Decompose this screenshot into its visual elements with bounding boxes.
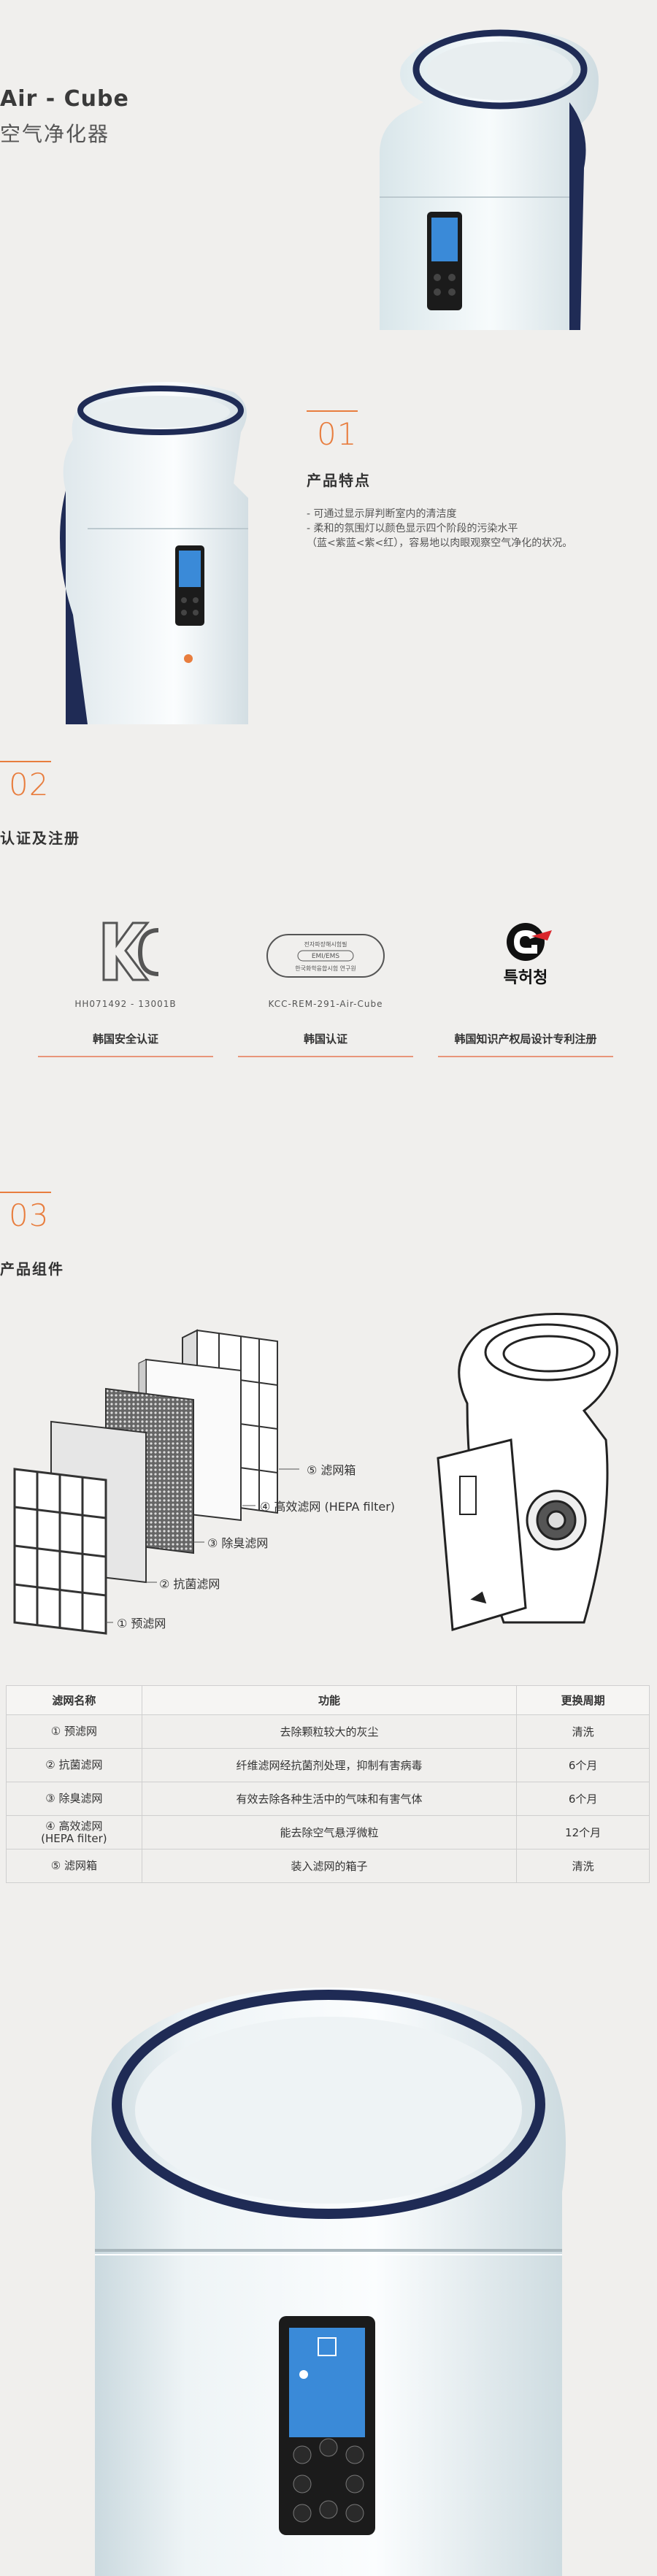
emi-top-text: 전자파장해시험필 — [304, 940, 347, 948]
table-header: 滤网名称 — [6, 1685, 142, 1715]
filter-table: 滤网名称 功能 更换周期 ① 预滤网 去除颗粒较大的灰尘 清洗 ② 抗菌滤网 纤… — [6, 1685, 650, 1883]
table-row: ③ 除臭滤网 有效去除各种生活中的气味和有害气体 6个月 — [6, 1782, 650, 1816]
filter-name: ② 抗菌滤网 — [6, 1748, 142, 1782]
filter-cycle: 12个月 — [516, 1815, 650, 1849]
product-name: Air - Cube — [0, 86, 129, 112]
filter-function: 有效去除各种生活中的气味和有害气体 — [141, 1782, 518, 1816]
filter-name: ④ 高效滤网 (HEPA filter) — [6, 1815, 142, 1849]
filter-function: 装入滤网的箱子 — [141, 1849, 518, 1883]
section-title: 产品特点 — [307, 472, 371, 489]
product-closeup-photo — [91, 1987, 566, 2576]
pre-filter-drawing — [13, 1468, 107, 1635]
cert-kipo: 특허청 韩国知识产权局设计专利注册 — [438, 914, 613, 1060]
kipo-text: 특허청 — [504, 969, 548, 987]
emi-ems-mark-icon: 전자파장해시험필 EMI/EMS 한국화학융합시험 연구원 — [266, 934, 385, 978]
section-title: 产品组件 — [0, 1260, 64, 1278]
hero-product-photo — [380, 29, 599, 330]
cert-underline — [438, 1056, 613, 1057]
section-number: 03 — [9, 1197, 50, 1233]
number-rule — [307, 410, 358, 412]
number-rule — [0, 1192, 51, 1193]
hero-section: Air - Cube 空气净化器 — [0, 0, 657, 330]
filter-exploded-diagram — [13, 1313, 618, 1635]
closeup-section — [0, 1973, 657, 2576]
filter-label-4: ④ 高效滤网 (HEPA filter) — [260, 1500, 396, 1514]
kipo-mark-icon: 특허청 — [504, 923, 552, 987]
cert-label: 韩国知识产权局设计专利注册 — [454, 1032, 597, 1046]
section-number: 01 — [317, 416, 358, 452]
table-header: 更换周期 — [516, 1685, 650, 1715]
filter-cycle: 6个月 — [516, 1748, 650, 1782]
filter-name-line: ④ 高效滤网 — [45, 1819, 103, 1833]
section-title: 认证及注册 — [0, 829, 80, 847]
emi-mid-text: EMI/EMS — [312, 953, 340, 960]
cert-underline — [238, 1056, 413, 1057]
cert-underline — [38, 1056, 213, 1057]
cert-code: KCC-REM-291-Air-Cube — [268, 999, 383, 1009]
table-row: ④ 高效滤网 (HEPA filter) 能去除空气悬浮微粒 12个月 — [6, 1815, 650, 1849]
cert-label: 韩国安全认证 — [92, 1032, 158, 1046]
filter-name: ⑤ 滤网箱 — [6, 1849, 142, 1883]
filter-function: 能去除空气悬浮微粒 — [141, 1815, 518, 1849]
filter-function: 纤维滤网经抗菌剂处理，抑制有害病毒 — [141, 1748, 518, 1782]
feature-line: - 柔和的氛围灯以颜色显示四个阶段的污染水平 — [307, 523, 518, 534]
filter-cycle: 6个月 — [516, 1782, 650, 1816]
section-number: 02 — [9, 767, 50, 802]
filter-cycle: 清洗 — [516, 1849, 650, 1883]
filter-label-1: ① 预滤网 — [117, 1617, 166, 1630]
components-section: 03 产品组件 — [0, 1155, 657, 1973]
kc-mark-icon — [102, 921, 159, 981]
product-type: 空气净化器 — [0, 122, 110, 146]
feature-list: - 可通过显示屏判断室内的清洁度 - 柔和的氛围灯以颜色显示四个阶段的污染水平 … — [307, 507, 572, 551]
cert-kc: HH071492 - 13001B 韩国安全认证 — [38, 914, 213, 1060]
filter-function: 去除颗粒较大的灰尘 — [141, 1714, 518, 1749]
feature-line: - 可通过显示屏判断室内的清洁度 — [307, 508, 457, 520]
purifier-open-drawing — [437, 1313, 618, 1631]
cert-emi: 전자파장해시험필 EMI/EMS 한국화학융합시험 연구원 KCC-REM-29… — [238, 914, 413, 1060]
filter-name: ① 预滤网 — [6, 1714, 142, 1749]
table-header: 功能 — [141, 1685, 518, 1715]
feature-line: （蓝<紫蓝<紫<红），容易地以肉眼观察空气净化的状况。 — [307, 537, 573, 549]
certs-section: 02 认证及注册 HH071492 - 13001B 韩国安全认证 전자파장해시… — [0, 746, 657, 1155]
filter-label-5: ⑤ 滤网箱 — [307, 1463, 356, 1477]
cert-code: HH071492 - 13001B — [74, 999, 177, 1009]
number-rule — [0, 761, 51, 762]
filter-cycle: 清洗 — [516, 1714, 650, 1749]
table-row: ⑤ 滤网箱 装入滤网的箱子 清洗 — [6, 1849, 650, 1883]
table-row: ① 预滤网 去除颗粒较大的灰尘 清洗 — [6, 1714, 650, 1749]
filter-name: ③ 除臭滤网 — [6, 1782, 142, 1816]
features-section: 01 产品特点 - 可通过显示屏判断室内的清洁度 - 柔和的氛围灯以颜色显示四个… — [0, 330, 657, 746]
filter-label-3: ③ 除臭滤网 — [207, 1536, 269, 1550]
table-header-row: 滤网名称 功能 更换周期 — [6, 1685, 650, 1715]
emi-bot-text: 한국화학융합시험 연구원 — [295, 965, 356, 972]
table-row: ② 抗菌滤网 纤维滤网经抗菌剂处理，抑制有害病毒 6个月 — [6, 1748, 650, 1782]
cert-label: 韩国认证 — [303, 1032, 347, 1046]
filter-label-2: ② 抗菌滤网 — [159, 1577, 220, 1591]
filter-name-line: (HEPA filter) — [41, 1831, 107, 1845]
product-photo-angle — [60, 382, 249, 724]
